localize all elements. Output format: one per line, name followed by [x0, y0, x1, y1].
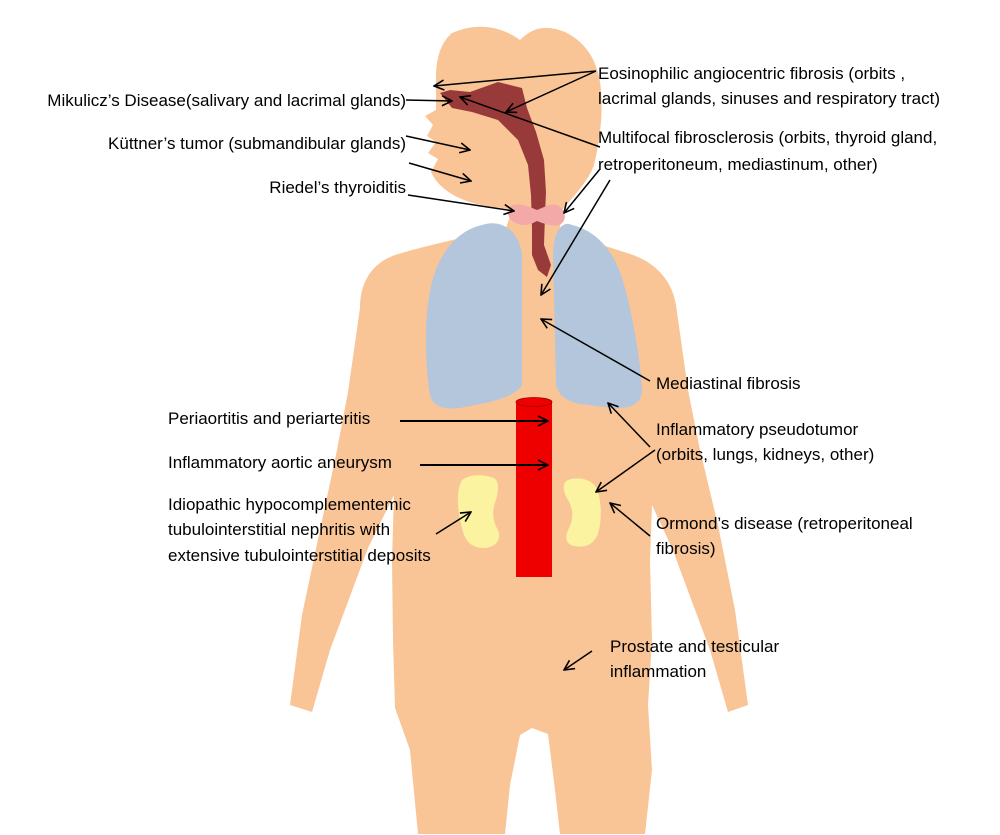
label-nephritis-line1: Idiopathic hypocomplementemic [168, 495, 411, 514]
arrow-mediastinal [541, 319, 651, 382]
right-kidney [563, 478, 601, 547]
label-ormond-line2: fibrosis) [656, 539, 716, 558]
right-lung [553, 223, 642, 409]
label-periaortitis: Periaortitis and periarteritis [168, 409, 370, 428]
arrow-multifocal-mediastinum [541, 179, 611, 295]
label-aneurysm: Inflammatory aortic aneurysm [168, 453, 392, 472]
label-kuttner: Küttner’s tumor (submandibular glands) [108, 134, 406, 153]
arrow-multifocal-orbit [460, 97, 601, 148]
arrow-ormond [610, 503, 651, 537]
arrow-eosinophilic-sinus [506, 70, 597, 112]
label-pseudotumor-line1: Inflammatory pseudotumor [656, 420, 859, 439]
label-prostate-line1: Prostate and testicular [610, 637, 779, 656]
label-pseudotumor-line2: (orbits, lungs, kidneys, other) [656, 445, 874, 464]
label-riedel: Riedel’s thyroiditis [269, 178, 406, 197]
arrow-nephritis [435, 512, 471, 535]
arrow-eosinophilic-orbit [434, 70, 597, 86]
airway-trachea [440, 82, 551, 277]
label-nephritis-line2: tubulointerstitial nephritis with [168, 520, 390, 539]
arrow-multifocal-thyroid [564, 168, 601, 213]
arrow-mikulicz [405, 100, 452, 101]
arrow-riedel [407, 194, 514, 211]
labels: Eosinophilic angiocentric fibrosis (orbi… [47, 64, 940, 681]
left-kidney [457, 475, 500, 548]
arrow-prostate [564, 650, 593, 670]
label-prostate-line2: inflammation [610, 662, 706, 681]
label-mikulicz: Mikulicz’s Disease(salivary and lacrimal… [47, 91, 406, 110]
arrow-kuttner [405, 135, 470, 150]
label-mediastinal: Mediastinal fibrosis [656, 374, 801, 393]
pointer-arrows [400, 70, 656, 670]
label-ormond-line1: Ormond’s disease (retroperitoneal [656, 514, 913, 533]
aorta-top [515, 397, 553, 407]
label-multifocal-line1: Multifocal fibrosclerosis (orbits, thyro… [598, 128, 937, 147]
left-lung [425, 223, 522, 409]
label-multifocal-line2: retroperitoneum, mediastinum, other) [598, 155, 878, 174]
thyroid-gland [507, 204, 565, 226]
arrow-pseudotumor-kidney [596, 449, 656, 492]
label-nephritis-line3: extensive tubulointerstitial deposits [168, 546, 431, 565]
label-eosinophilic-line1: Eosinophilic angiocentric fibrosis (orbi… [598, 64, 905, 83]
aorta-tube [516, 402, 552, 577]
arrow-submandibular [408, 162, 471, 181]
label-eosinophilic-line2: lacrimal glands, sinuses and respiratory… [598, 89, 940, 108]
arrow-pseudotumor-lung [608, 403, 651, 448]
